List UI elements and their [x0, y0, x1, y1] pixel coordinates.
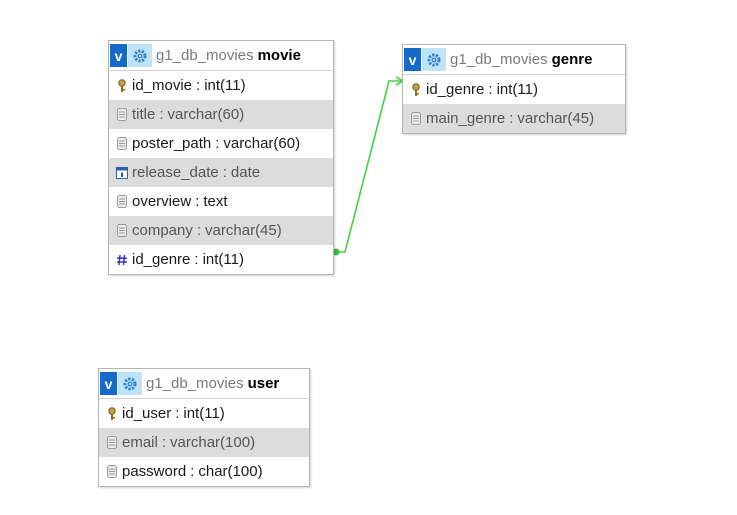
column-type: varchar(60) — [223, 135, 301, 152]
table-name: user — [247, 375, 280, 392]
column-type: varchar(100) — [170, 434, 256, 451]
column-row-overview[interactable]: overview:text — [109, 187, 333, 216]
column-type-separator: : — [488, 81, 493, 98]
column-icon — [408, 111, 423, 126]
column-row-password[interactable]: password:char(100) — [99, 457, 309, 486]
toggle-columns-button[interactable]: v — [110, 44, 127, 67]
column-type: int(11) — [496, 81, 538, 98]
column-type: text — [203, 193, 228, 210]
column-name: id_genre — [426, 81, 485, 98]
column-name: main_genre — [426, 110, 506, 127]
column-type: int(11) — [202, 251, 244, 268]
column-row-company[interactable]: company:varchar(45) — [109, 216, 333, 245]
column-row-id-genre[interactable]: id_genre:int(11) — [109, 245, 333, 274]
column-type: int(11) — [183, 405, 225, 422]
database-name: g1_db_movies — [156, 47, 254, 64]
column-type-separator: : — [190, 463, 195, 480]
column-type-separator: : — [159, 106, 164, 123]
column-row-title[interactable]: title:varchar(60) — [109, 100, 333, 129]
column-type-separator: : — [195, 193, 200, 210]
column-icon — [114, 136, 129, 151]
column-row-poster-path[interactable]: poster_path:varchar(60) — [109, 129, 333, 158]
column-row-id-genre[interactable]: id_genre:int(11) — [403, 75, 625, 104]
column-name: poster_path — [132, 135, 212, 152]
table-name: movie — [257, 47, 301, 64]
database-name: g1_db_movies — [450, 51, 548, 68]
column-name: overview — [132, 193, 192, 210]
column-icon — [114, 223, 129, 238]
relation-line-movie-genre — [334, 80, 403, 253]
table-name: genre — [551, 51, 593, 68]
column-type: varchar(45) — [205, 222, 282, 239]
column-type-separator: : — [222, 164, 227, 181]
column-icon — [114, 194, 129, 209]
column-name: id_user — [122, 405, 172, 422]
column-type: char(100) — [198, 463, 263, 480]
key-icon — [408, 82, 423, 97]
database-name: g1_db_movies — [146, 375, 244, 392]
column-name: title — [132, 106, 156, 123]
column-type: int(11) — [204, 77, 246, 94]
hash-icon — [114, 252, 129, 267]
column-name: id_genre — [132, 251, 191, 268]
column-name: company — [132, 222, 193, 239]
column-icon — [104, 435, 119, 450]
column-type-separator: : — [161, 434, 167, 451]
column-name: email — [122, 434, 158, 451]
gear-icon[interactable] — [128, 44, 152, 67]
gear-icon[interactable] — [422, 48, 446, 71]
toggle-columns-button[interactable]: v — [100, 372, 117, 395]
key-icon — [104, 406, 119, 421]
column-type-separator: : — [175, 405, 180, 422]
column-type: varchar(45) — [517, 110, 595, 127]
key-icon — [114, 78, 129, 93]
column-row-main-genre[interactable]: main_genre:varchar(45) — [403, 104, 625, 133]
column-name: release_date — [132, 164, 219, 181]
date-icon — [114, 165, 129, 180]
column-name: id_movie — [132, 77, 193, 94]
column-icon — [114, 107, 129, 122]
column-row-release-date[interactable]: release_date:date — [109, 158, 333, 187]
column-row-id-movie[interactable]: id_movie:int(11) — [109, 71, 333, 100]
column-type: date — [230, 164, 261, 181]
column-row-id-user[interactable]: id_user:int(11) — [99, 399, 309, 428]
column-type-separator: : — [215, 135, 220, 152]
toggle-columns-button[interactable]: v — [404, 48, 421, 71]
column-row-email[interactable]: email:varchar(100) — [99, 428, 309, 457]
gear-icon[interactable] — [118, 372, 142, 395]
column-name: password — [122, 463, 187, 480]
column-type-separator: : — [194, 251, 199, 268]
column-type-separator: : — [509, 110, 514, 127]
column-icon — [104, 464, 119, 479]
column-type-separator: : — [196, 222, 202, 239]
column-type: varchar(60) — [167, 106, 245, 123]
column-type-separator: : — [196, 77, 201, 94]
